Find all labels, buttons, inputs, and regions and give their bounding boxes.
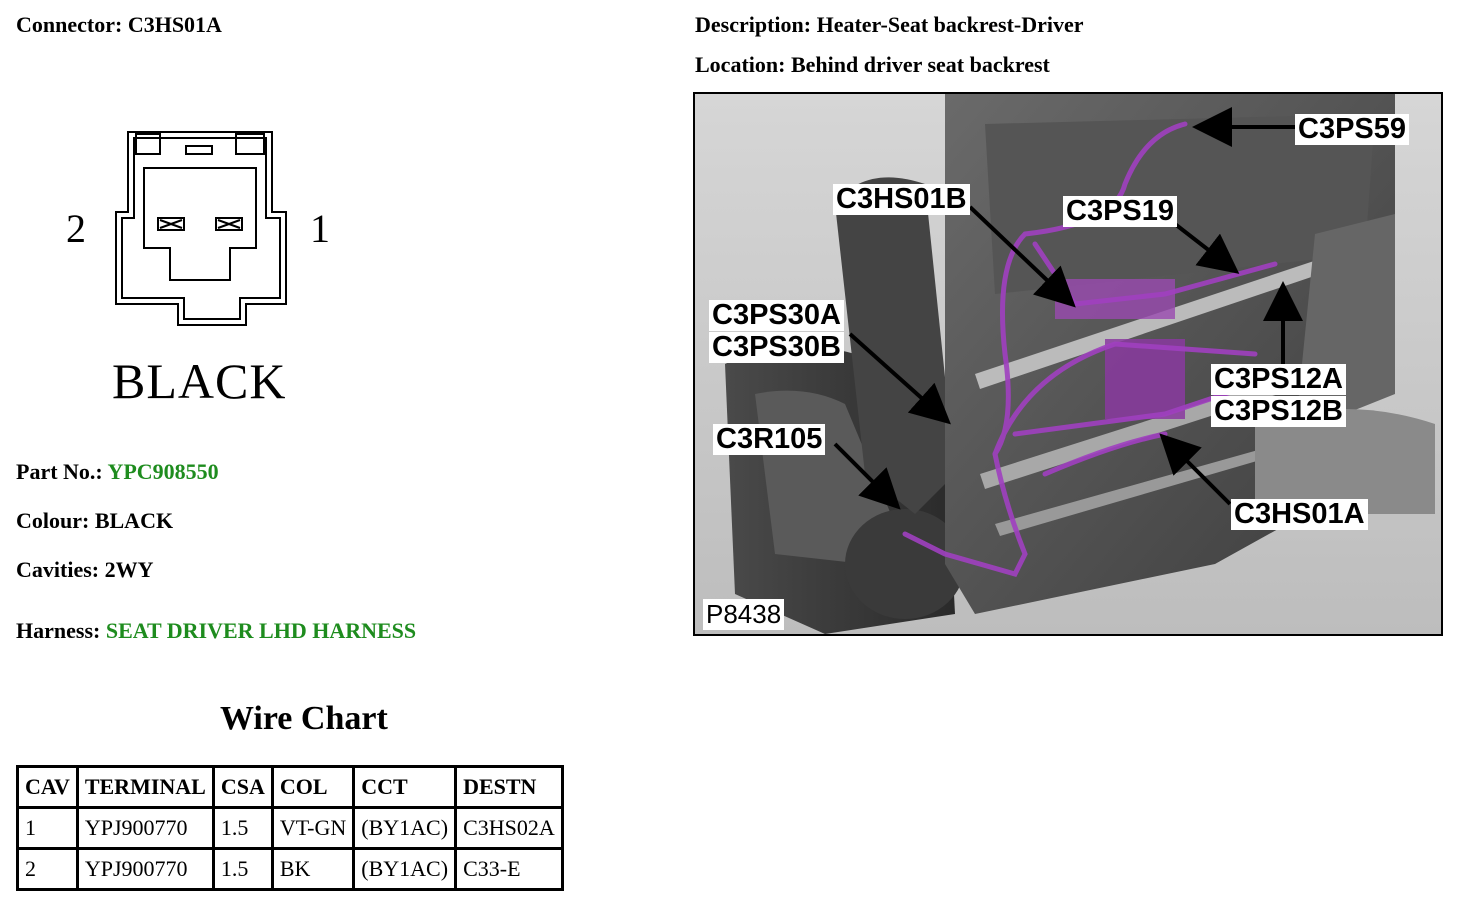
cell-cct: (BY1AC) xyxy=(352,847,458,891)
connector-value: C3HS01A xyxy=(127,12,222,37)
callout-c3ps19: C3PS19 xyxy=(1063,196,1178,227)
harness-link[interactable]: SEAT DRIVER LHD HARNESS xyxy=(105,618,417,643)
header-destn: DESTN xyxy=(454,765,564,809)
cavities-value: 2WY xyxy=(104,557,154,582)
image-code: P8438 xyxy=(703,599,785,630)
callout-c3ps12a: C3PS12A xyxy=(1211,364,1346,395)
cell-cav: 2 xyxy=(16,847,79,891)
callout-c3r105: C3R105 xyxy=(713,424,826,455)
table-row: 2 YPJ900770 1.5 BK (BY1AC) C33-E xyxy=(16,847,564,891)
location-illustration: C3PS59 C3HS01B C3PS19 C3PS30A C3PS30B C3… xyxy=(693,92,1443,636)
cell-csa: 1.5 xyxy=(211,806,274,850)
colour-value: BLACK xyxy=(94,508,174,533)
part-no-link[interactable]: YPC908550 xyxy=(107,459,219,484)
header-cct: CCT xyxy=(352,765,458,809)
header-csa: CSA xyxy=(211,765,274,809)
callout-c3ps30b: C3PS30B xyxy=(709,332,844,363)
description-line: Description: Heater-Seat backrest-Driver xyxy=(695,12,1084,38)
part-no-line: Part No.: YPC908550 xyxy=(16,459,219,485)
description-value: Heater-Seat backrest-Driver xyxy=(816,12,1084,37)
cell-col: BK xyxy=(270,847,356,891)
cell-terminal: YPJ900770 xyxy=(75,847,215,891)
part-no-label: Part No.: xyxy=(16,459,103,484)
connector-heading: Connector: C3HS01A xyxy=(16,12,222,38)
callout-c3hs01a: C3HS01A xyxy=(1231,499,1368,530)
connector-face-diagram: 2 1 xyxy=(66,131,330,326)
connector-colour-text: BLACK xyxy=(112,353,287,409)
cavities-line: Cavities: 2WY xyxy=(16,557,153,583)
pin-1-label: 1 xyxy=(310,206,330,251)
location-value: Behind driver seat backrest xyxy=(790,52,1050,77)
colour-label: Colour: xyxy=(16,508,90,533)
location-line: Location: Behind driver seat backrest xyxy=(695,52,1050,78)
cell-csa: 1.5 xyxy=(211,847,274,891)
callout-c3ps30a: C3PS30A xyxy=(709,300,844,331)
table-row: 1 YPJ900770 1.5 VT-GN (BY1AC) C3HS02A xyxy=(16,806,564,850)
wire-chart-table: CAV TERMINAL CSA COL CCT DESTN 1 YPJ9007… xyxy=(16,765,564,891)
cell-cav: 1 xyxy=(16,806,79,850)
header-terminal: TERMINAL xyxy=(75,765,215,809)
cell-cct: (BY1AC) xyxy=(352,806,458,850)
wire-chart-header-row: CAV TERMINAL CSA COL CCT DESTN xyxy=(16,765,564,809)
callout-c3ps12b: C3PS12B xyxy=(1211,396,1346,427)
harness-label: Harness: xyxy=(16,618,101,643)
header-cav: CAV xyxy=(16,765,79,809)
location-label: Location: xyxy=(695,52,786,77)
cell-col: VT-GN xyxy=(270,806,356,850)
harness-line: Harness: SEAT DRIVER LHD HARNESS xyxy=(16,618,416,644)
description-label: Description: xyxy=(695,12,812,37)
cell-destn: C3HS02A xyxy=(454,806,564,850)
connector-label: Connector: xyxy=(16,12,123,37)
seat-illustration-svg xyxy=(695,94,1441,634)
colour-line: Colour: BLACK xyxy=(16,508,173,534)
cavities-label: Cavities: xyxy=(16,557,100,582)
header-col: COL xyxy=(270,765,356,809)
wire-chart-title: Wire Chart xyxy=(220,700,388,737)
callout-c3hs01b: C3HS01B xyxy=(833,184,970,215)
cell-destn: C33-E xyxy=(454,847,564,891)
callout-c3ps59: C3PS59 xyxy=(1295,114,1410,145)
pin-2-label: 2 xyxy=(66,206,86,251)
cell-terminal: YPJ900770 xyxy=(75,806,215,850)
